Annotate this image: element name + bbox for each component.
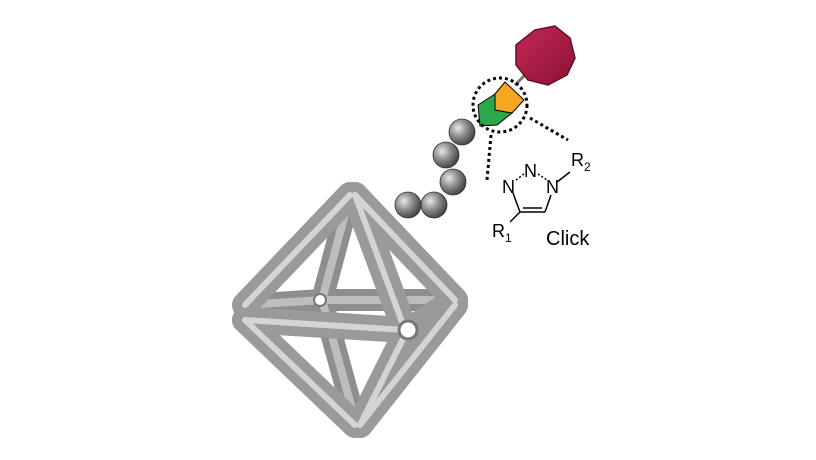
r1-label: R [492, 221, 505, 241]
linker-sphere [432, 141, 460, 169]
dna-origami-octahedron [232, 182, 468, 438]
substituent-r1: R1 [492, 221, 512, 245]
r1-subscript: 1 [505, 231, 512, 245]
triazole-atom-n: N [546, 177, 559, 197]
alkyne-component-icon [494, 81, 525, 114]
linker-spheres [394, 118, 476, 219]
click-reaction-label: Click [546, 228, 590, 250]
r2-label: R [571, 150, 584, 170]
r2-subscript: 2 [584, 160, 591, 174]
linker-sphere [420, 191, 448, 219]
zoom-indicator [471, 76, 569, 181]
payload-molecule-icon [515, 25, 576, 86]
linker-sphere [439, 168, 467, 196]
substituent-r2: R2 [571, 150, 591, 174]
triazole-structure [509, 171, 571, 223]
linker-sphere [448, 118, 476, 146]
triazole-atom-n: N [524, 161, 537, 181]
linker-sphere [394, 191, 422, 219]
triazole-atom-n: N [502, 177, 515, 197]
